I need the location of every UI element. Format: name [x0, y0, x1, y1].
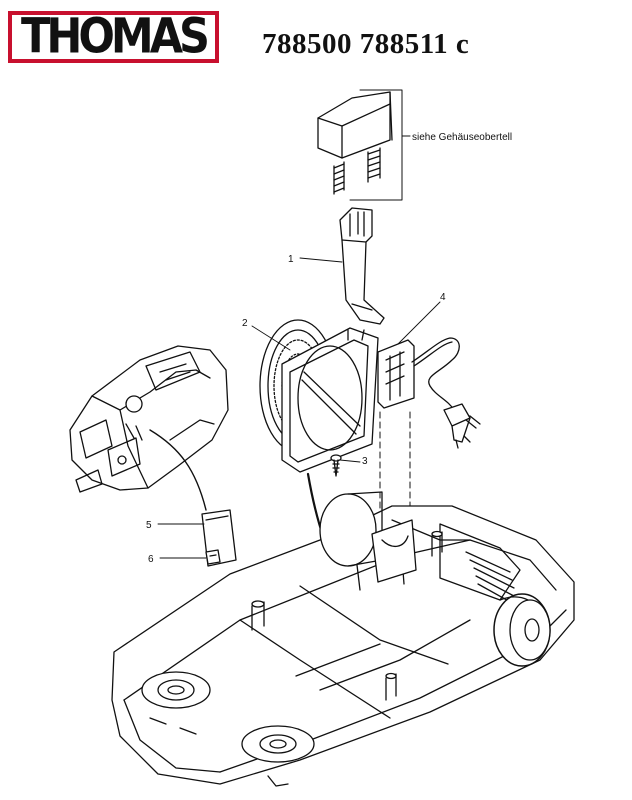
spring-left [333, 161, 345, 195]
callout-2: 2 [242, 318, 248, 329]
spring-right [367, 147, 381, 183]
leader-2 [251, 325, 291, 351]
contact-plate [377, 339, 415, 409]
rear-wheel [493, 593, 551, 667]
connecting-hose [149, 429, 207, 511]
screw [330, 454, 342, 477]
cable-reel [259, 319, 379, 473]
reference-bracket [349, 89, 403, 201]
brand-logo-text: THOMAS [21, 8, 210, 65]
callout-4: 4 [440, 292, 446, 303]
callout-3: 3 [362, 456, 368, 467]
base-chassis [111, 491, 575, 787]
upper-housing-reference-note: siehe Gehäuseobertell [412, 132, 512, 143]
upper-housing [69, 345, 229, 493]
callout-1: 1 [288, 254, 294, 265]
leader-3 [339, 459, 361, 463]
callout-5: 5 [146, 520, 152, 531]
pedal-lever [339, 207, 385, 325]
power-cord [411, 337, 460, 411]
leader-4 [397, 301, 441, 345]
model-numbers: 788500 788511 c [262, 28, 470, 60]
power-plug [443, 403, 481, 449]
upper-housing-part [317, 91, 393, 159]
callout-6: 6 [148, 554, 154, 565]
filter-clip [205, 549, 221, 565]
brand-logo: THOMAS [8, 11, 219, 63]
leader-1 [299, 257, 343, 263]
